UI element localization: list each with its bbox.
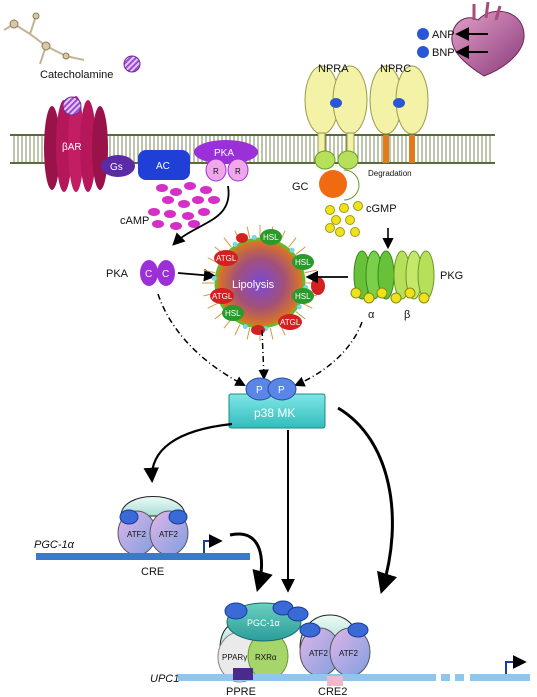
pgc-1a-gene-dna bbox=[36, 553, 250, 560]
pkg-to-p38-arrow bbox=[294, 321, 363, 387]
ppre-element bbox=[233, 668, 253, 680]
npra-receptor bbox=[304, 65, 368, 164]
svg-text:HSL: HSL bbox=[295, 258, 311, 267]
beta-adrenergic-receptor bbox=[44, 96, 108, 192]
p2-label: P bbox=[278, 385, 285, 396]
svg-text:HSL: HSL bbox=[225, 309, 241, 318]
phospho-dot bbox=[287, 606, 309, 622]
atgl-badge: ATGL bbox=[210, 288, 234, 304]
pkg-beta-label: β bbox=[404, 309, 410, 321]
atgl-fragment bbox=[251, 325, 265, 335]
upc1-gene-dna bbox=[178, 674, 436, 681]
phospho-dot bbox=[168, 509, 188, 525]
gs-label: Gs bbox=[110, 162, 123, 173]
pkg-protein bbox=[350, 250, 435, 304]
nprc-label: NPRC bbox=[380, 63, 411, 75]
atgl-fragment bbox=[236, 233, 248, 243]
phospho-group-2 bbox=[267, 377, 297, 401]
svg-text:ATGL: ATGL bbox=[280, 318, 301, 327]
bnp-label: BNP bbox=[432, 47, 455, 59]
hsl-badge: HSL bbox=[292, 254, 314, 270]
pka-holoenzyme bbox=[194, 140, 258, 164]
pka-holo-label: PKA bbox=[214, 148, 234, 159]
pgc-expression-arrow bbox=[229, 532, 273, 593]
upc1-gene-dna-downstream bbox=[470, 674, 530, 681]
p38-label: p38 MK bbox=[254, 406, 295, 420]
cre-label: CRE bbox=[141, 566, 164, 578]
ppre-label: PPRE bbox=[226, 686, 256, 697]
hsl-badge: HSL bbox=[292, 288, 314, 304]
anp-molecule-icon bbox=[417, 28, 429, 40]
camp-molecules bbox=[148, 182, 220, 230]
rxr-label: RXRα bbox=[255, 653, 277, 662]
svg-text:ATGL: ATGL bbox=[212, 292, 233, 301]
cgmp-molecules bbox=[325, 201, 363, 237]
pka-to-lipolysis-arrow bbox=[177, 268, 217, 282]
dna-break-segment bbox=[455, 674, 464, 681]
gs-protein bbox=[101, 155, 135, 177]
dna-break-segment bbox=[441, 674, 450, 681]
beta-ar-label: βAR bbox=[62, 142, 82, 153]
lipolysis-label: Lipolysis bbox=[232, 279, 275, 291]
phospho-dot bbox=[119, 509, 139, 525]
upc1-gene-label: UPC1 bbox=[150, 673, 179, 685]
npra-label: NPRA bbox=[318, 63, 349, 75]
hsl-badge: HSL bbox=[222, 305, 244, 321]
hsl-badge: HSL bbox=[260, 229, 282, 245]
c1-label: C bbox=[145, 269, 152, 280]
pkg-alpha-label: α bbox=[368, 309, 375, 321]
atf2-label-left: ATF2 bbox=[127, 530, 147, 539]
phospho-dot bbox=[347, 622, 369, 638]
catecholamine-label: Catecholamine bbox=[40, 69, 113, 81]
pkg-label: PKG bbox=[440, 270, 463, 282]
pka-activation-arrow bbox=[172, 185, 230, 246]
pka-regulatory-subunit-2 bbox=[227, 158, 249, 182]
atf2-cre2-label-left: ATF2 bbox=[309, 649, 329, 658]
pgc-1a-tss-arrow bbox=[203, 534, 223, 553]
bnp-molecule-icon bbox=[417, 46, 429, 58]
ppar-label: PPARγ bbox=[222, 653, 247, 662]
ac-label: AC bbox=[156, 161, 170, 172]
cre2-element bbox=[327, 676, 343, 686]
gc-label: GC bbox=[292, 181, 309, 193]
cre2-label: CRE2 bbox=[318, 686, 347, 697]
degradation-label: Degradation bbox=[368, 169, 412, 178]
catecholamine-molecule-icon bbox=[123, 55, 141, 73]
pgc-protein-label: PGC-1α bbox=[247, 618, 280, 628]
phospho-dot bbox=[224, 602, 248, 620]
upc1-tss-arrow bbox=[505, 655, 527, 674]
r2-label: R bbox=[235, 167, 241, 176]
p38-to-atf2-cre2-arrow bbox=[337, 406, 398, 595]
heart-icon bbox=[451, 1, 525, 77]
pgc-1a-gene-label: PGC-1α bbox=[34, 539, 75, 551]
adenylyl-cyclase bbox=[138, 150, 190, 180]
r1-label: R bbox=[213, 167, 219, 176]
nprc-receptor bbox=[369, 65, 429, 163]
cgmp-label: cGMP bbox=[366, 203, 397, 215]
guanylyl-cyclase bbox=[314, 150, 360, 201]
pka-free-label: PKA bbox=[106, 268, 129, 280]
pka-catalytic-subunit-2 bbox=[157, 260, 175, 286]
atf2-label-right: ATF2 bbox=[159, 530, 179, 539]
atf2-cre2-label-right: ATF2 bbox=[339, 649, 359, 658]
p38-to-atf2-arrow bbox=[143, 422, 233, 484]
atgl-badge: ATGL bbox=[278, 314, 302, 330]
lipolysis-to-p38-arrow bbox=[258, 329, 269, 381]
svg-text:HSL: HSL bbox=[295, 292, 311, 301]
svg-text:ATGL: ATGL bbox=[216, 254, 237, 263]
camp-label: cAMP bbox=[120, 215, 149, 227]
anp-label: ANP bbox=[432, 29, 455, 41]
svg-text:HSL: HSL bbox=[263, 233, 279, 242]
atgl-fragment bbox=[311, 277, 325, 295]
neuron-illustration bbox=[3, 12, 85, 65]
atgl-badge: ATGL bbox=[214, 250, 238, 266]
phospho-dot bbox=[299, 622, 321, 638]
p1-label: P bbox=[256, 385, 263, 396]
pka-catalytic-subunit-1 bbox=[140, 260, 158, 286]
c2-label: C bbox=[162, 269, 169, 280]
pka-regulatory-subunit-1 bbox=[205, 158, 227, 182]
